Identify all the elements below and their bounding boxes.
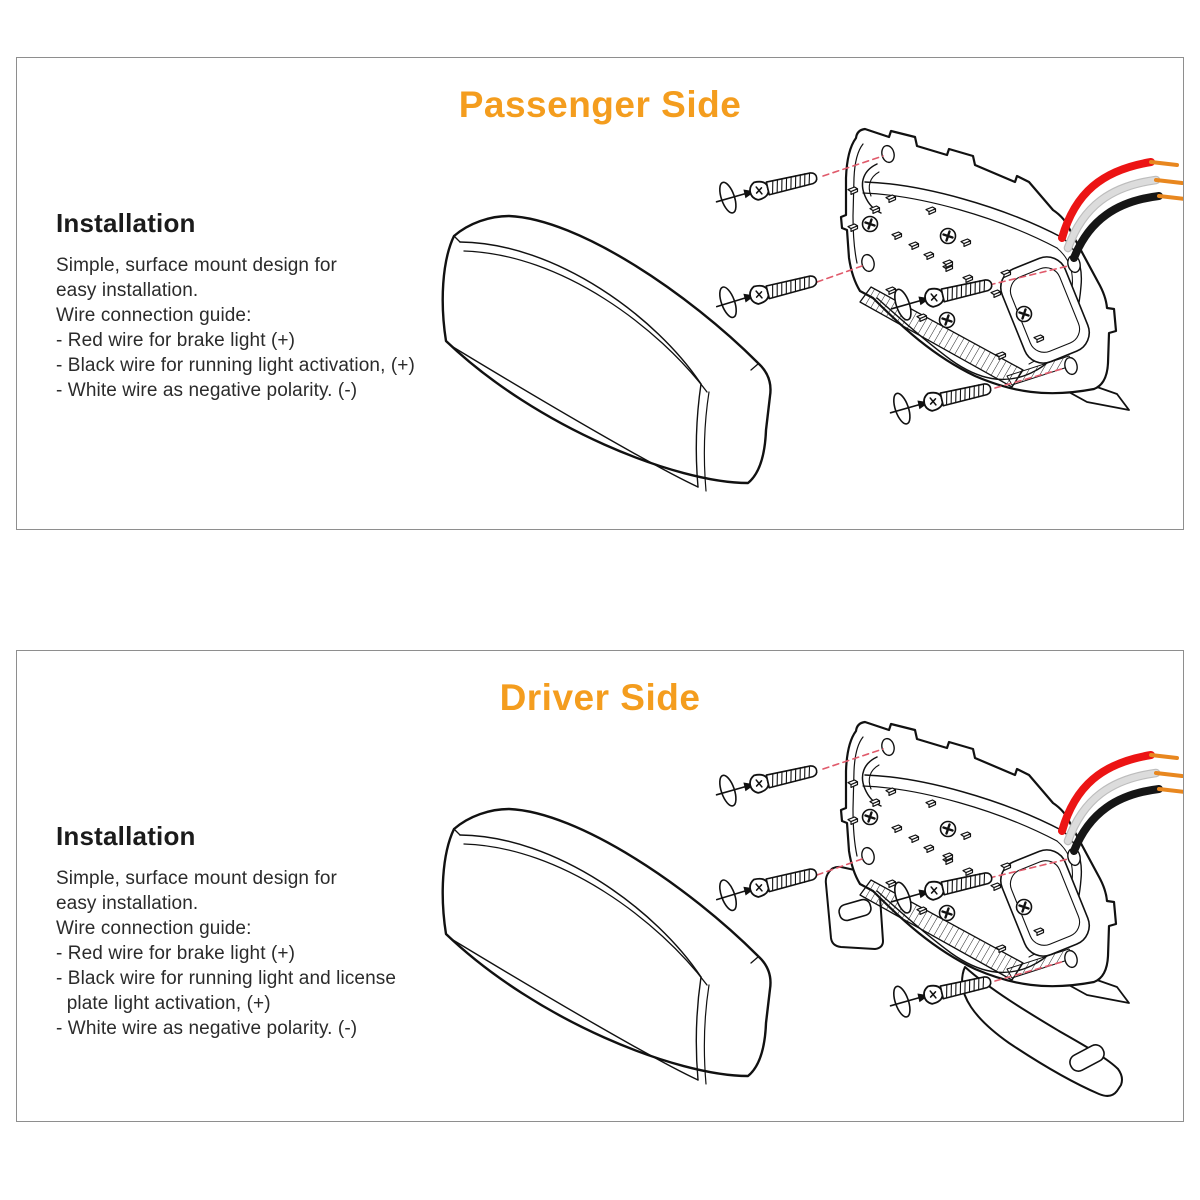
panel-title: Passenger Side xyxy=(458,84,742,125)
instruction-line: Simple, surface mount design for xyxy=(56,868,337,889)
passenger-side-panel: Passenger Side Installation Simple, surf… xyxy=(16,57,1184,530)
instruction-line: - Red wire for brake light (+) xyxy=(56,330,295,351)
instruction-line: - Red wire for brake light (+) xyxy=(56,943,295,964)
instruction-line: plate light activation, (+) xyxy=(56,993,271,1014)
installation-instructions: Installation Simple, surface mount desig… xyxy=(56,208,415,403)
installation-heading: Installation xyxy=(56,208,196,238)
panel-title: Driver Side xyxy=(499,677,701,718)
instruction-line: - Black wire for running light activatio… xyxy=(56,355,415,376)
instruction-line: - White wire as negative polarity. (-) xyxy=(56,1018,358,1039)
installation-heading: Installation xyxy=(56,821,196,851)
installation-instructions: Installation Simple, surface mount desig… xyxy=(56,821,396,1041)
instruction-line: - White wire as negative polarity. (-) xyxy=(56,380,358,401)
instruction-line: easy installation. xyxy=(56,280,199,301)
instruction-line: easy installation. xyxy=(56,893,199,914)
instruction-line: Simple, surface mount design for xyxy=(56,255,337,276)
instruction-line: Wire connection guide: xyxy=(56,918,252,939)
instruction-line: - Black wire for running light and licen… xyxy=(56,968,397,989)
instruction-line: Wire connection guide: xyxy=(56,305,252,326)
driver-side-panel: Driver Side Installation Simple, surface… xyxy=(16,650,1184,1122)
